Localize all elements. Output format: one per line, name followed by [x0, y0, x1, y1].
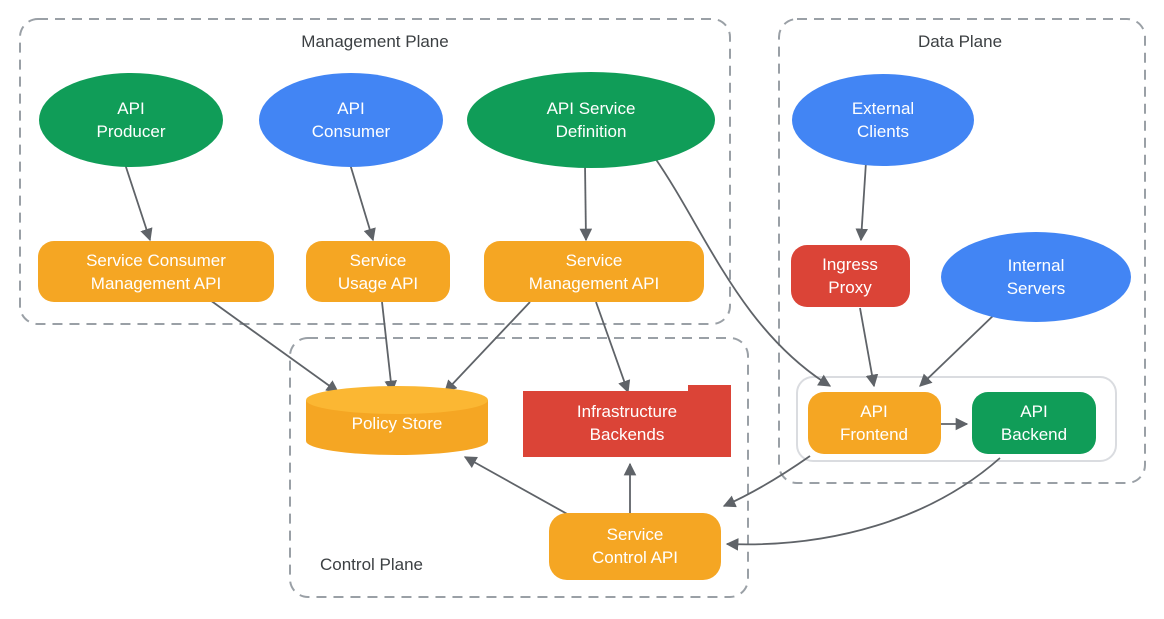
- api-frontend-label-line2: Frontend: [840, 425, 908, 444]
- external-clients-label-line2: Clients: [857, 122, 909, 141]
- ingress-proxy-shape[interactable]: [791, 245, 910, 307]
- external-clients-label-line1: External: [852, 99, 914, 118]
- edge-api-producer-to-service-consumer-mgmt-api: [124, 163, 153, 242]
- service-consumer-management-api-label-line2: Management API: [91, 274, 221, 293]
- api-consumer-shape[interactable]: [259, 73, 443, 167]
- api-producer-label-line1: API: [117, 99, 144, 118]
- api-backend-label-line1: API: [1020, 402, 1047, 421]
- node-api-service-definition[interactable]: API Service Definition: [467, 72, 715, 168]
- data-plane-label: Data Plane: [918, 32, 1002, 51]
- service-control-api-shape[interactable]: [549, 513, 721, 580]
- api-service-definition-shape[interactable]: [467, 72, 715, 168]
- control-plane-label: Control Plane: [320, 555, 423, 574]
- node-internal-servers[interactable]: Internal Servers: [941, 232, 1131, 322]
- edge-api-consumer-to-service-usage-api: [349, 163, 376, 242]
- api-service-definition-label-line2: Definition: [556, 122, 627, 141]
- service-consumer-management-api-label-line1: Service Consumer: [86, 251, 226, 270]
- service-control-api-label-line1: Service: [607, 525, 664, 544]
- plane-control-plane: Control Plane: [289, 337, 749, 598]
- plane-data-plane: Data Plane: [778, 18, 1146, 484]
- edge-service-mgmt-api-to-infrastructure-backends: [595, 301, 631, 394]
- service-control-api-label-line2: Control API: [592, 548, 678, 567]
- edge-api-service-def-to-api-frontend: [654, 157, 832, 387]
- internal-servers-shape[interactable]: [941, 232, 1131, 322]
- node-service-management-api[interactable]: Service Management API: [484, 241, 704, 302]
- edge-service-control-api-to-policy-store: [463, 456, 579, 521]
- edge-api-backend-to-service-control-api: [725, 457, 1001, 551]
- api-consumer-label-line2: Consumer: [312, 122, 391, 141]
- edge-api-service-def-to-service-mgmt-api: [579, 163, 593, 242]
- api-consumer-label-line1: API: [337, 99, 364, 118]
- service-consumer-management-api-shape[interactable]: [38, 241, 274, 302]
- infrastructure-backends-shape[interactable]: [523, 385, 731, 457]
- ingress-proxy-label-line2: Proxy: [828, 278, 872, 297]
- node-service-usage-api[interactable]: Service Usage API: [306, 241, 450, 302]
- internal-servers-label-line2: Servers: [1007, 279, 1066, 298]
- node-api-frontend[interactable]: API Frontend: [808, 392, 941, 454]
- infrastructure-backends-label-line2: Backends: [590, 425, 665, 444]
- edge-service-mgmt-api-to-policy-store: [444, 301, 531, 393]
- management-plane-label: Management Plane: [301, 32, 448, 51]
- policy-store-body[interactable]: [306, 400, 488, 455]
- ingress-proxy-label-line1: Ingress: [822, 255, 878, 274]
- policy-store-top[interactable]: [306, 386, 488, 414]
- edge-ingress-proxy-to-api-frontend: [859, 307, 879, 388]
- edge-api-frontend-to-service-control-api: [722, 455, 811, 508]
- node-service-control-api[interactable]: Service Control API: [549, 513, 721, 580]
- policy-store-label: Policy Store: [352, 414, 443, 433]
- service-management-api-shape[interactable]: [484, 241, 704, 302]
- edge-service-usage-api-to-policy-store: [381, 301, 398, 394]
- node-service-consumer-management-api[interactable]: Service Consumer Management API: [38, 241, 274, 302]
- api-backend-label-line2: Backend: [1001, 425, 1067, 444]
- edge-layer: [124, 157, 1001, 551]
- edge-internal-servers-to-api-frontend: [919, 311, 998, 387]
- node-policy-store[interactable]: Policy Store: [306, 386, 488, 455]
- node-api-backend[interactable]: API Backend: [972, 392, 1096, 454]
- control-plane-border: [289, 337, 749, 598]
- internal-servers-label-line1: Internal: [1008, 256, 1065, 275]
- service-management-api-label-line1: Service: [566, 251, 623, 270]
- node-infrastructure-backends[interactable]: Infrastructure Backends: [523, 385, 731, 457]
- api-frontend-label-line1: API: [860, 402, 887, 421]
- service-usage-api-label-line1: Service: [350, 251, 407, 270]
- management-plane-border: [19, 18, 731, 325]
- api-service-definition-label-line1: API Service: [547, 99, 636, 118]
- api-producer-shape[interactable]: [39, 73, 223, 167]
- api-runtime-group-box: [796, 376, 1117, 462]
- api-producer-label-line2: Producer: [97, 122, 166, 141]
- node-ingress-proxy[interactable]: Ingress Proxy: [791, 245, 910, 307]
- plane-management-plane: Management Plane: [19, 18, 731, 325]
- service-usage-api-shape[interactable]: [306, 241, 450, 302]
- api-frontend-shape[interactable]: [808, 392, 941, 454]
- edge-service-consumer-mgmt-api-to-policy-store: [209, 299, 340, 393]
- edge-external-clients-to-ingress-proxy: [855, 161, 869, 242]
- node-api-consumer[interactable]: API Consumer: [259, 73, 443, 167]
- node-external-clients[interactable]: External Clients: [792, 74, 974, 166]
- data-plane-border: [778, 18, 1146, 484]
- api-backend-shape[interactable]: [972, 392, 1096, 454]
- node-api-producer[interactable]: API Producer: [39, 73, 223, 167]
- service-usage-api-label-line2: Usage API: [338, 274, 418, 293]
- service-management-api-label-line2: Management API: [529, 274, 659, 293]
- infrastructure-backends-label-line1: Infrastructure: [577, 402, 677, 421]
- external-clients-shape[interactable]: [792, 74, 974, 166]
